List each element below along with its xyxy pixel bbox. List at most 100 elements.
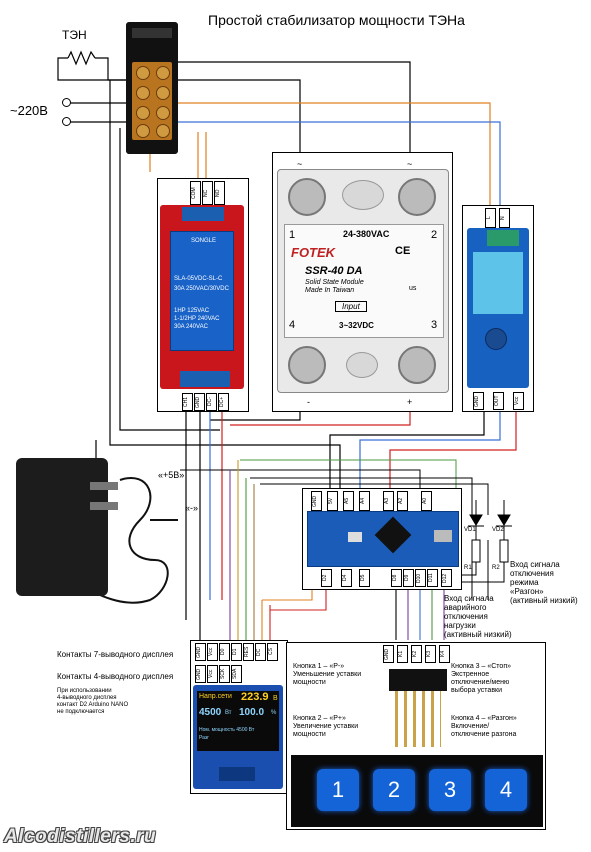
display4-pin-sda: SDA [231, 665, 242, 683]
nano-board [307, 511, 459, 567]
mains-label: ~220В [10, 103, 48, 118]
keypad-pin-k3: K3 [425, 645, 436, 663]
terminal-block [126, 22, 178, 154]
relay-pin-no: NO [214, 181, 225, 205]
heater-resistor [67, 50, 96, 66]
r2-label: R2 [492, 565, 500, 571]
relay-module: COM NC NO SONGLE SLA-05VDC-SL-C 30A 250V… [157, 178, 249, 412]
display7-pin-res: RES [243, 643, 254, 661]
keypad-key-2[interactable]: 2 [373, 769, 415, 811]
ssr-input-label: Input [335, 301, 367, 312]
emergency-input-label: Вход сигнала аварийного отключения нагру… [444, 594, 512, 639]
display-4pin-label: Контакты 4-выводного дисплея [57, 672, 174, 681]
heater-label: ТЭН [62, 28, 87, 42]
display7-pin-d1: D1 [231, 643, 242, 661]
relay-board: SONGLE SLA-05VDC-SL-C 30A 250VAC/30VDC 1… [160, 205, 244, 389]
keypad-key-3[interactable]: 3 [429, 769, 471, 811]
ssr-voltage: 24-380VAC [343, 229, 390, 239]
diagram-title: Простой стабилизатор мощности ТЭНа [208, 12, 465, 28]
oled-row2-unit2: % [271, 710, 277, 716]
display-7pin-label: Контакты 7-выводного дисплея [57, 650, 174, 659]
keypad-connector-pins [395, 691, 441, 747]
display7-pin-dc: DC [255, 643, 266, 661]
sensor-board [467, 228, 529, 388]
oled-row1-unit: В [273, 695, 278, 702]
keypad-pin-k1: K1 [397, 645, 408, 663]
keypad-board: 1 2 3 4 [291, 755, 543, 827]
sensor-pin-n: N [499, 208, 510, 228]
boost-disable-input-label: Вход сигнала отключения режима «Разгон» … [510, 560, 578, 605]
ssr-num-2: 2 [431, 229, 438, 241]
display7-pin-gnd: GND [195, 643, 206, 661]
ssr-input-voltage: 3~32VDC [339, 321, 374, 330]
ssr-desc: Solid State Module [305, 279, 364, 286]
keypad-pin-k2: K2 [411, 645, 422, 663]
ssr-body: 1 24-380VAC 2 FOTEK CE SSR-40 DA Solid S… [277, 169, 449, 393]
heater-wires [57, 57, 130, 123]
display7-pin-d0: D0 [219, 643, 230, 661]
power-supply-cable [69, 477, 178, 604]
nano-pin-5v: 5V [327, 491, 338, 511]
ssr-num-4: 4 [289, 319, 296, 331]
keypad-pin-k4: K4 [439, 645, 450, 663]
display-note: При использовании 4-выводного дисплея ко… [57, 688, 129, 715]
ssr-ce-mark: CE [395, 245, 411, 257]
vd1-label: VD1 [464, 527, 476, 533]
mains-terminal-2 [62, 117, 71, 126]
keypad-key-4[interactable]: 4 [485, 769, 527, 811]
minus-label: «-» [185, 503, 199, 513]
oled-display-module: GND Vcc D0 D1 RES DC CS GND Vcc SCK SDA … [190, 640, 288, 794]
arduino-nano: GND 5V A5 A4 A3 A2 A0 D2 D4 D5 D8 D9 D10… [302, 488, 462, 590]
oled-screen: Напр.сети 223.9 В 4500 Вт 100.0 % Ном. м… [197, 691, 279, 751]
relay-body: SONGLE SLA-05VDC-SL-C 30A 250VAC/30VDC 1… [170, 231, 234, 351]
ssr-made: Made In Taiwan [305, 287, 355, 294]
diode-vd2 [496, 514, 512, 527]
nano-pin-a2: A2 [397, 491, 408, 511]
key4-description: Кнопка 4 – «Разгон»Включение/отключение … [451, 715, 517, 738]
plus5v-label: «+5В» [158, 470, 185, 480]
keypad-connector [389, 669, 447, 691]
nano-pin-a4: A4 [359, 491, 370, 511]
nano-pin-d11: D11 [427, 569, 438, 587]
nano-pin-d12: D12 [441, 569, 452, 587]
ssr-num-3: 3 [431, 319, 438, 331]
display4-pin-gnd: GND [195, 665, 206, 683]
display4-pin-sck: SCK [219, 665, 230, 683]
oled-row3: Ном. мощность 4500 Вт [199, 727, 255, 733]
keypad-module: GND K1 K2 K3 K4 Кнопка 1 – «Р-»Уменьшени… [286, 642, 546, 830]
oled-board: Напр.сети 223.9 В 4500 Вт 100.0 % Ном. м… [193, 685, 283, 789]
keypad-key-1[interactable]: 1 [317, 769, 359, 811]
ssr-terminal-1-label: ~ [297, 159, 303, 169]
oled-row2-unit1: Вт [225, 710, 232, 716]
nano-pin-d9: D9 [403, 569, 414, 587]
nano-pin-gnd: GND [311, 491, 322, 511]
keypad-pin-gnd: GND [383, 645, 394, 663]
display7-pin-cs: CS [267, 643, 278, 661]
ssr-model: SSR-40 DA [305, 265, 363, 277]
sensor-pin-gnd: GND [473, 392, 484, 410]
ssr-plus-terminal: + [407, 397, 413, 407]
relay-pin-ch1: CH1 [182, 393, 193, 411]
nano-pin-a3: A3 [383, 491, 394, 511]
display7-pin-vcc: Vcc [207, 643, 218, 661]
watermark: Alcodistillers.ru [4, 826, 157, 847]
relay-pin-dc-plus: DC+ [218, 393, 229, 411]
oled-row4: Разг [199, 735, 210, 741]
power-supply-adapter [16, 458, 118, 596]
r1-label: R1 [464, 565, 472, 571]
nano-pin-a5: A5 [343, 491, 354, 511]
relay-pin-nc: NC [202, 181, 213, 205]
nano-pin-d4: D4 [341, 569, 352, 587]
nano-pin-d2: D2 [321, 569, 332, 587]
sensor-pin-l: L [485, 208, 496, 228]
ssr-num-1: 1 [289, 229, 296, 241]
nano-pin-d5: D5 [359, 569, 370, 587]
oled-row2-right: 100.0 [239, 707, 265, 718]
ssr-module: ~ ~ 1 24-380VAC 2 FOTEK CE SSR-40 DA Sol… [272, 152, 453, 412]
diode-vd1 [468, 514, 484, 527]
ssr-minus-terminal: - [307, 397, 310, 407]
display4-pin-vcc: Vcc [207, 665, 218, 683]
oled-row1-label: Напр.сети [199, 693, 232, 700]
